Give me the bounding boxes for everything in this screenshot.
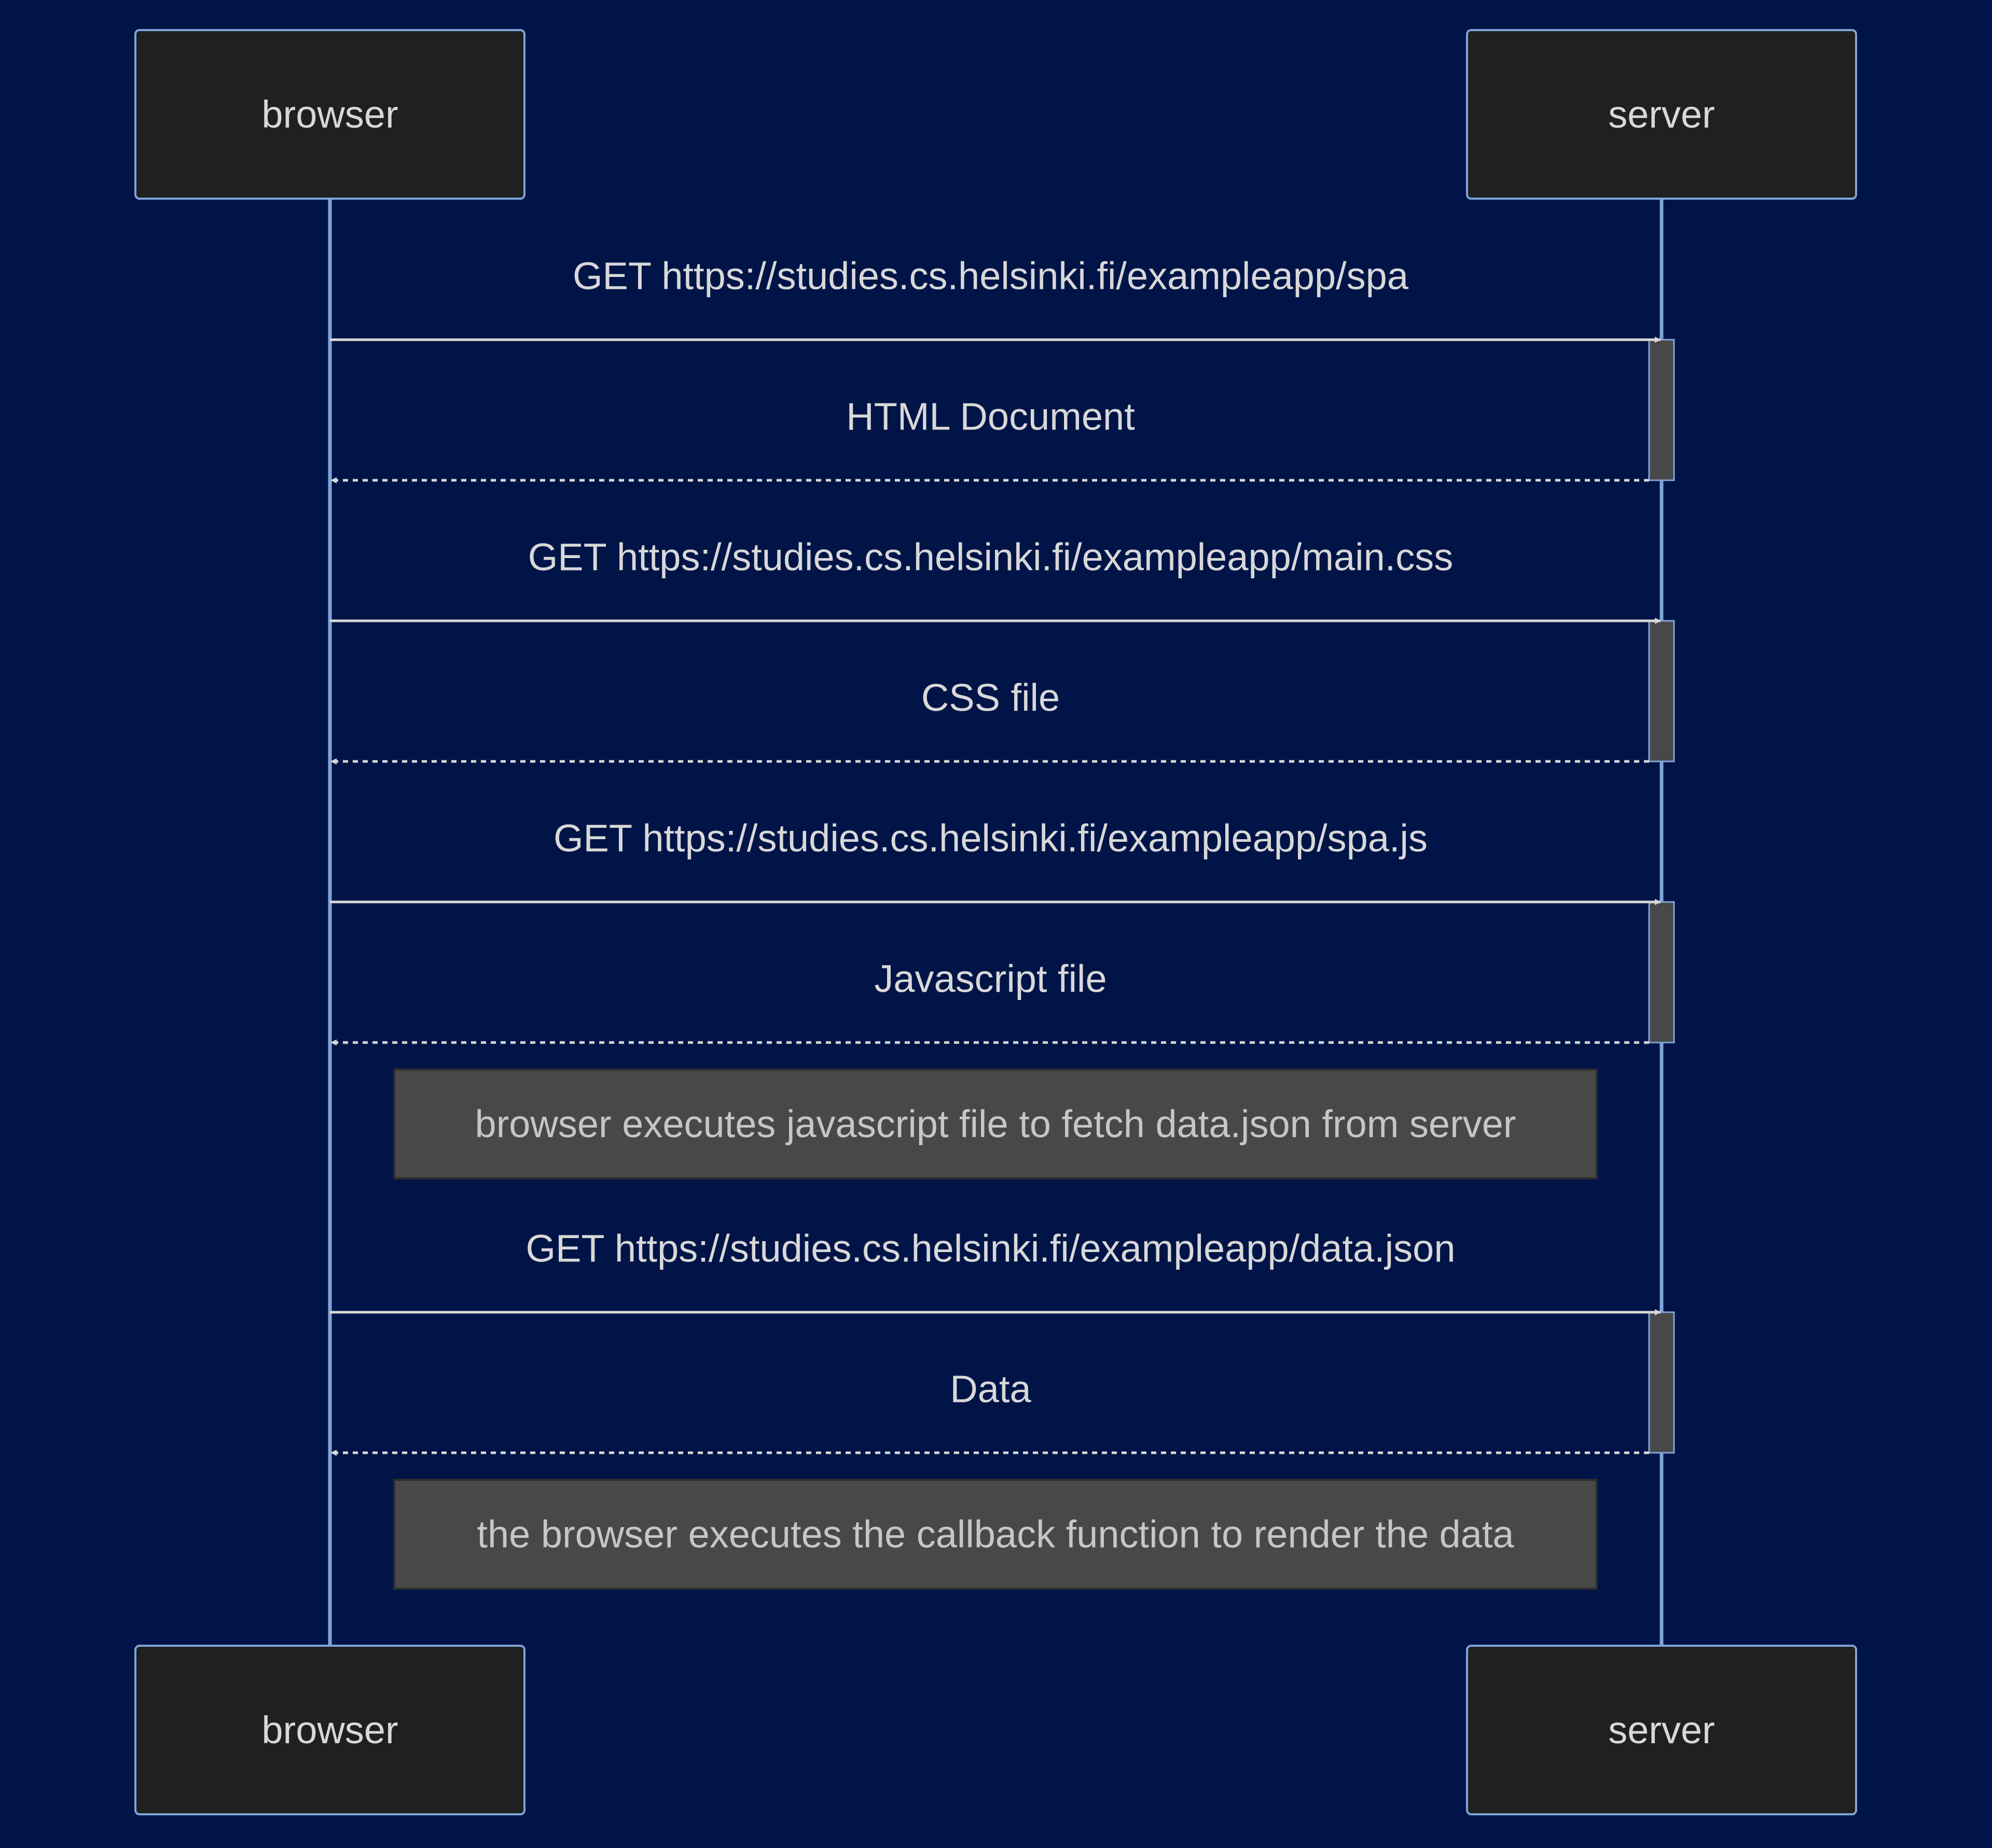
actor-browser-bottom: browser (134, 1645, 525, 1815)
actor-label: server (1608, 1708, 1715, 1752)
actor-server-bottom: server (1466, 1645, 1857, 1815)
message-label: CSS file (921, 676, 1060, 719)
message-request: GET https://studies.cs.helsinki.fi/examp… (330, 536, 1661, 624)
note: the browser executes the callback functi… (393, 1479, 1598, 1590)
actor-label: server (1608, 93, 1715, 136)
actor-label: browser (261, 93, 398, 136)
message-request: GET https://studies.cs.helsinki.fi/examp… (330, 1227, 1661, 1315)
message-label: GET https://studies.cs.helsinki.fi/examp… (528, 536, 1454, 579)
actor-browser-top: browser (134, 29, 525, 200)
message-label: HTML Document (846, 395, 1135, 438)
activation-bar (1648, 901, 1675, 1044)
actor-box (134, 29, 525, 200)
activation-bar (1648, 620, 1675, 762)
note-text: the browser executes the callback functi… (477, 1513, 1514, 1556)
message-label: GET https://studies.cs.helsinki.fi/examp… (573, 255, 1409, 298)
message-label: Data (950, 1368, 1031, 1411)
message-response: Data (330, 1368, 1649, 1456)
message-request: GET https://studies.cs.helsinki.fi/examp… (330, 255, 1661, 343)
message-label: Javascript file (874, 957, 1106, 1001)
activation-bar (1648, 339, 1675, 481)
message-label: GET https://studies.cs.helsinki.fi/examp… (554, 817, 1428, 860)
note-box (393, 1068, 1598, 1179)
actor-label: browser (261, 1708, 398, 1752)
note-text: browser executes javascript file to fetc… (475, 1103, 1516, 1146)
actor-server-top: server (1466, 29, 1857, 200)
note: browser executes javascript file to fetc… (393, 1068, 1598, 1179)
note-box (393, 1479, 1598, 1590)
actor-box (1466, 29, 1857, 200)
message-response: Javascript file (330, 957, 1649, 1046)
actor-box (1466, 1645, 1857, 1815)
message-response: CSS file (330, 676, 1649, 765)
message-request: GET https://studies.cs.helsinki.fi/examp… (330, 817, 1661, 905)
actor-box (134, 1645, 525, 1815)
activation-bar (1648, 1311, 1675, 1454)
message-label: GET https://studies.cs.helsinki.fi/examp… (525, 1227, 1455, 1270)
message-response: HTML Document (330, 395, 1649, 483)
